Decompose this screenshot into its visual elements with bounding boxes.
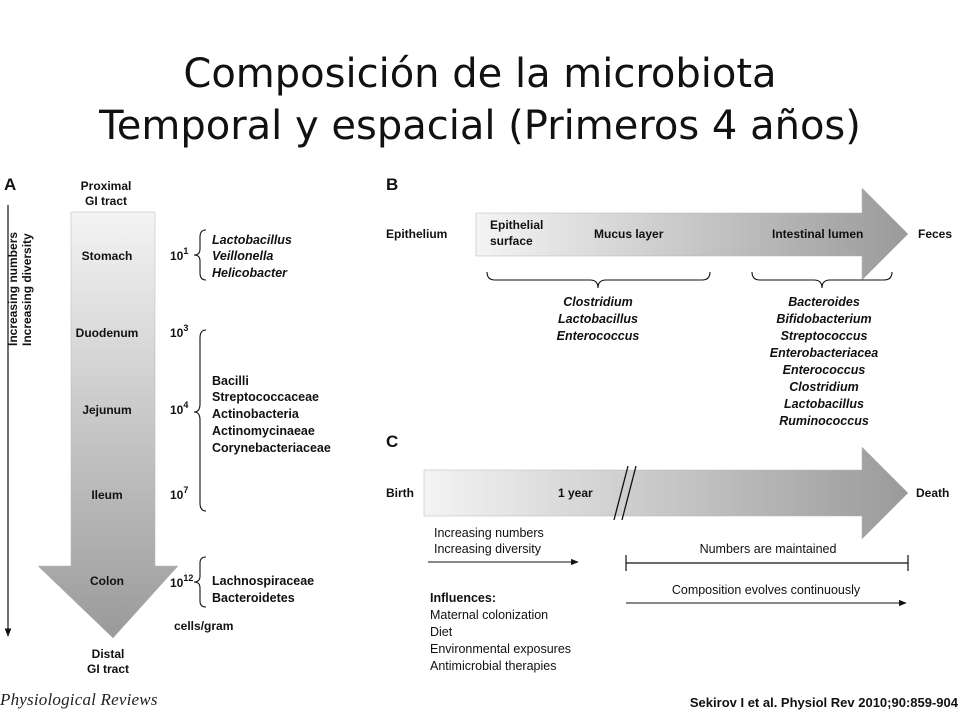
birth-label: Birth (386, 486, 414, 500)
lifespan-arrow (423, 446, 909, 540)
zone-epithelial-line-1: Epithelial (490, 218, 543, 232)
side-axis-label-diversity: Increasing diversity (20, 233, 34, 346)
citation: Sekirov I et al. Physiol Rev 2010;90:859… (689, 695, 958, 710)
influence-2: Diet (430, 625, 453, 639)
gi-bottom-line-2: GI tract (87, 662, 129, 676)
lumen-taxon-5: Enterococcus (783, 363, 866, 377)
gi-top-line-1: Proximal (81, 179, 132, 193)
gi-top-line-2: GI tract (85, 194, 127, 208)
small-intestine-taxon-2: Streptococcaceae (212, 390, 319, 404)
zone-epithelial-line-2: surface (490, 234, 533, 248)
title-line-1: Composición de la microbiota (183, 51, 777, 97)
epithelium-to-feces-arrow (475, 187, 909, 281)
slide-title: Composición de la microbiota Temporal y … (0, 48, 960, 152)
mucus-taxon-2: Lactobacillus (558, 312, 638, 326)
influence-4: Antimicrobial therapies (430, 659, 556, 673)
brace-mucus (486, 271, 711, 289)
colon-taxon-1: Lachnospiraceae (212, 574, 314, 588)
zone-lumen: Intestinal lumen (772, 227, 863, 241)
mucus-taxon-1: Clostridium (563, 295, 632, 309)
panel-c: C Birth 1 year Death Increasing numbers … (386, 432, 949, 673)
axis-break-line-1 (613, 465, 629, 521)
small-intestine-taxon-1: Bacilli (212, 374, 249, 388)
evolves-label: Composition evolves continuously (672, 583, 861, 597)
journal-logo: Physiological Reviews (0, 690, 158, 709)
segment-ileum: Ileum (91, 488, 122, 502)
lumen-taxon-4: Enterobacteriacea (770, 346, 878, 360)
zone-mucus: Mucus layer (594, 227, 664, 241)
lumen-taxon-1: Bacteroides (788, 295, 860, 309)
lumen-taxon-8: Ruminococcus (779, 414, 869, 428)
epithelium-label: Epithelium (386, 227, 447, 241)
stomach-taxon-2: Veillonella (212, 249, 273, 263)
density-jejunum: 104 (170, 400, 188, 417)
one-year-label: 1 year (558, 486, 593, 500)
early-line-2: Increasing diversity (434, 542, 542, 556)
panel-c-label: C (386, 432, 398, 451)
panel-b-label: B (386, 175, 398, 194)
brace-stomach (193, 229, 207, 281)
death-label: Death (916, 486, 949, 500)
segment-duodenum: Duodenum (76, 326, 139, 340)
density-stomach: 101 (170, 246, 188, 263)
segment-stomach: Stomach (82, 249, 133, 263)
side-axis-label-numbers: Increasing numbers (6, 232, 20, 346)
lumen-taxon-3: Streptococcus (781, 329, 868, 343)
feces-label: Feces (918, 227, 952, 241)
early-line-1: Increasing numbers (434, 526, 544, 540)
brace-lumen (751, 271, 893, 289)
lumen-taxon-7: Lactobacillus (784, 397, 864, 411)
influence-1: Maternal colonization (430, 608, 548, 622)
panel-a: A Increasing numbers Increasing diversit… (4, 175, 331, 676)
panel-b: B Epithelium Feces Epithelial surface Mu… (386, 175, 952, 428)
maintained-label: Numbers are maintained (700, 542, 837, 556)
segment-jejunum: Jejunum (82, 403, 131, 417)
small-intestine-taxon-3: Actinobacteria (212, 407, 300, 421)
density-colon: 1012 (170, 573, 193, 590)
small-intestine-taxon-4: Actinomycinaeae (212, 424, 315, 438)
brace-colon (193, 556, 207, 608)
axis-break-line-2 (621, 465, 637, 521)
density-duodenum: 103 (170, 323, 188, 340)
influences-title: Influences: (430, 591, 496, 605)
mucus-taxon-3: Enterococcus (557, 329, 640, 343)
title-line-2: Temporal y espacial (Primeros 4 años) (99, 103, 861, 149)
stomach-taxon-3: Helicobacter (212, 266, 288, 280)
microbiota-diagram: A Increasing numbers Increasing diversit… (4, 175, 952, 676)
lumen-taxon-6: Clostridium (789, 380, 858, 394)
density-ileum: 107 (170, 485, 188, 502)
segment-colon: Colon (90, 574, 124, 588)
colon-taxon-2: Bacteroidetes (212, 591, 295, 605)
small-intestine-taxon-5: Corynebacteriaceae (212, 441, 331, 455)
stomach-taxon-1: Lactobacillus (212, 233, 292, 247)
density-unit: cells/gram (174, 619, 233, 633)
brace-small-intestine (193, 329, 207, 512)
influence-3: Environmental exposures (430, 642, 571, 656)
gi-bottom-line-1: Distal (92, 647, 125, 661)
lumen-taxon-2: Bifidobacterium (776, 312, 871, 326)
gi-tract-arrow (37, 211, 179, 639)
panel-a-label: A (4, 175, 16, 194)
